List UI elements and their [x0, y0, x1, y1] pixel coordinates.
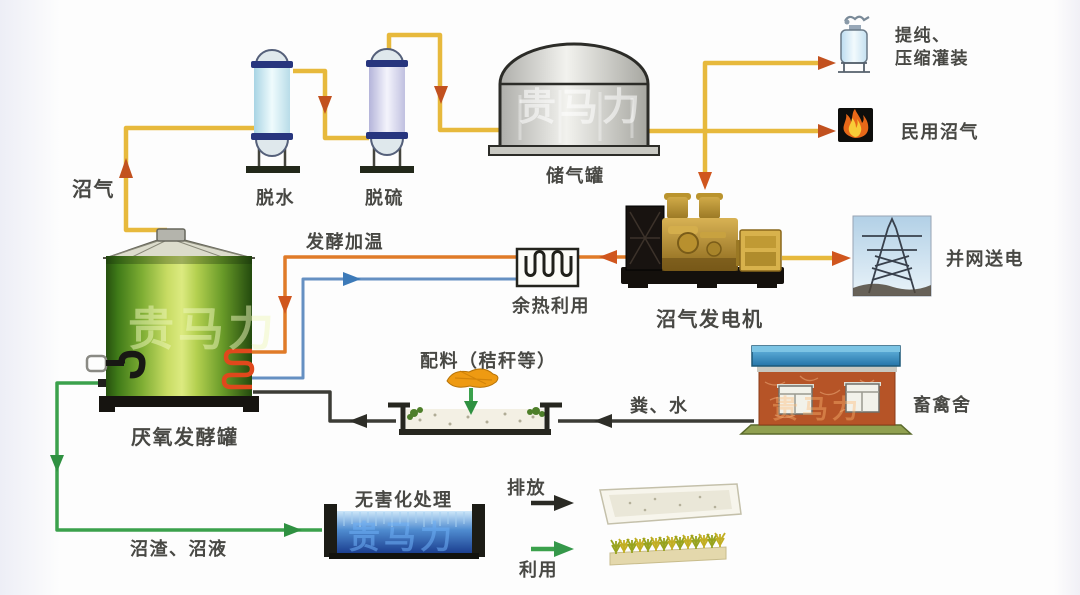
digester-tank — [85, 228, 259, 412]
node-label-treatment-pool: 无害化处理 — [355, 490, 453, 510]
watermark-text: 贵马力 — [348, 519, 456, 555]
node-label-livestock-house: 畜禽舍 — [913, 395, 972, 415]
biogas-pipe-network — [119, 32, 851, 266]
node-label-purification: 提纯、 压缩灌装 — [895, 24, 969, 70]
node-label-generator: 沼气发电机 — [656, 309, 764, 331]
node-label-grid-power: 并网送电 — [946, 249, 1024, 269]
house-window — [777, 384, 814, 415]
gas-storage-tank — [488, 42, 660, 156]
watermark-text: 贵马力 — [128, 303, 278, 355]
label-ingredients: 配料（秸秆等） — [420, 351, 557, 371]
power-tower-image — [852, 215, 932, 297]
flow-label-residue-slurry: 沼渣、沼液 — [130, 539, 228, 559]
node-label-digester: 厌氧发酵罐 — [131, 427, 239, 449]
house-window — [844, 382, 881, 413]
node-label-dewater: 脱水 — [256, 188, 295, 208]
digester-inlet-valve — [85, 350, 146, 379]
legend-label-discharge: 排放 — [507, 478, 546, 498]
dewater-column — [246, 49, 300, 173]
watermark-text: 贵马力 — [518, 87, 644, 129]
ingredient-drop-arrow — [464, 388, 478, 415]
hot-water-line — [252, 250, 631, 354]
watermark-text: 贵马力 — [772, 394, 862, 424]
flow-label-biogas: 沼气 — [72, 179, 115, 201]
node-label-desulfurizer: 脱硫 — [365, 188, 404, 208]
node-label-heat-exchanger: 余热利用 — [512, 296, 590, 316]
flow-label-ferment-heating: 发酵加温 — [306, 232, 384, 252]
purification-line1: 提纯、 — [895, 26, 951, 45]
biogas-generator — [621, 193, 784, 288]
node-label-civil-biogas: 民用沼气 — [901, 122, 979, 142]
legend-label-utilize: 利用 — [519, 560, 558, 580]
crop-field-icon — [609, 532, 727, 566]
right-edge-shade — [1054, 0, 1080, 595]
node-label-gas-storage: 储气罐 — [546, 166, 605, 186]
gas-cylinder-icon — [838, 15, 870, 73]
treatment-pool — [324, 504, 485, 559]
straw-icon — [446, 368, 499, 388]
mixing-pool — [388, 402, 562, 435]
desulfurizer-column — [360, 48, 414, 173]
residue-line — [50, 379, 322, 537]
cold-water-line — [252, 272, 516, 380]
utilize-arrow — [531, 541, 574, 557]
discharge-trough-icon — [599, 483, 742, 525]
discharge-arrow — [531, 495, 574, 511]
purification-line2: 压缩灌装 — [895, 49, 969, 68]
flame-icon — [838, 108, 873, 142]
heat-exchanger-box — [515, 247, 580, 288]
flow-label-manure-water: 粪、水 — [630, 396, 689, 416]
feed-line — [253, 390, 754, 428]
left-edge-shade — [0, 0, 60, 595]
livestock-house — [739, 345, 913, 435]
heating-coil — [221, 348, 255, 390]
